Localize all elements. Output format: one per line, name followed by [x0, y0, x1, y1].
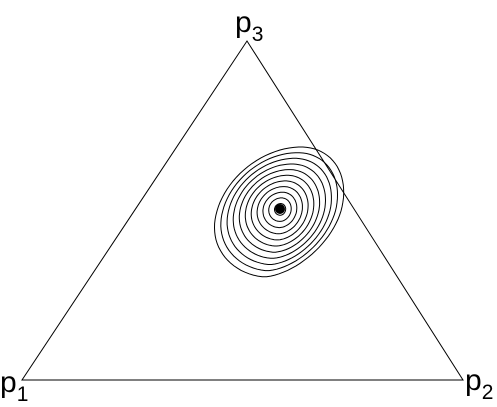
- contour-line: [226, 157, 332, 265]
- contour-line: [262, 191, 298, 229]
- contour-line: [213, 146, 345, 278]
- vertex-label-p1: p1: [0, 366, 28, 406]
- contour-line: [256, 186, 303, 235]
- contour-line: [232, 163, 327, 259]
- vertex-label-p3: p3: [235, 6, 263, 46]
- contour-line: [238, 169, 321, 253]
- contour-line: [274, 203, 287, 216]
- vertex-label-p2: p2: [465, 364, 493, 404]
- contour-line: [220, 152, 339, 272]
- contour-line: [268, 197, 292, 222]
- density-contours: [213, 146, 345, 278]
- simplex-triangle: [21, 40, 464, 381]
- contour-line: [244, 174, 315, 247]
- contour-line: [250, 180, 309, 241]
- mode-point: [275, 204, 285, 214]
